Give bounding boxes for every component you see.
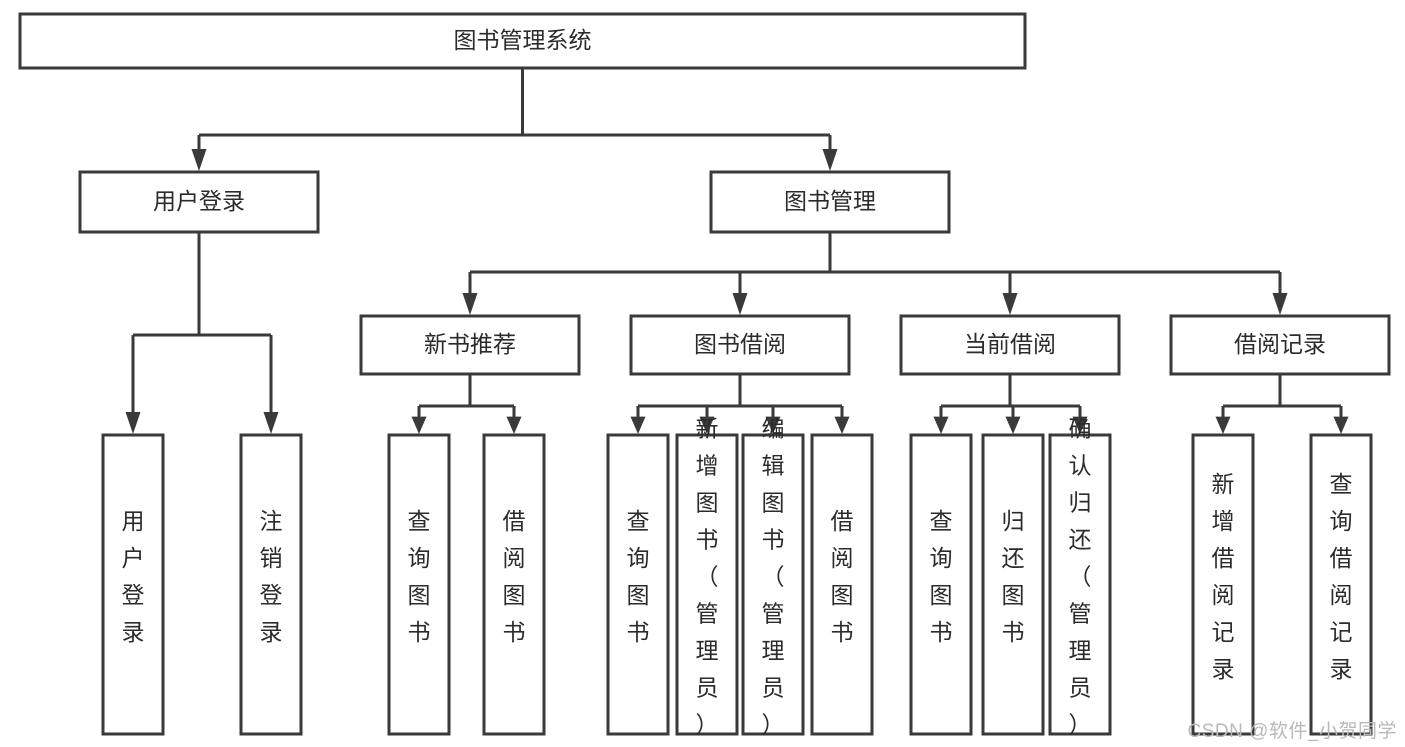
node-label: 借阅图书: [503, 508, 526, 645]
node-leaf-query-book-cur[interactable]: 查询图书: [909, 433, 973, 736]
arrow-head-icon: [462, 293, 478, 315]
csdn-watermark: CSDN @软件_小贺同学: [1187, 721, 1397, 742]
node-label: 图书管理: [784, 188, 876, 214]
connector-group-book_manage: [462, 232, 1288, 315]
node-box: [1191, 433, 1255, 736]
node-label: 注销登录: [260, 508, 283, 645]
node-leaf-confirm-return[interactable]: 确认归还（管理员）: [1048, 416, 1112, 738]
node-label: 查询图书: [408, 508, 431, 645]
node-leaf-logout[interactable]: 注销登录: [239, 433, 303, 736]
node-leaf-user-login[interactable]: 用户登录: [101, 433, 165, 736]
arrow-head-icon: [630, 416, 646, 434]
arrow-head-icon: [834, 416, 850, 434]
node-leaf-borrow-book[interactable]: 借阅图书: [810, 433, 874, 736]
node-label: 归还图书: [1002, 508, 1025, 645]
arrow-head-icon: [1005, 416, 1021, 434]
node-box: [741, 433, 805, 736]
node-box: [101, 433, 165, 736]
arrow-head-icon: [822, 149, 838, 171]
arrow-head-icon: [263, 412, 279, 434]
node-box: [239, 433, 303, 736]
arrow-head-icon: [1333, 416, 1349, 434]
node-box: [709, 170, 951, 234]
node-layer: 图书管理系统用户登录图书管理新书推荐图书借阅当前借阅借阅记录用户登录注销登录查询…: [18, 12, 1391, 738]
node-borrow-record[interactable]: 借阅记录: [1169, 314, 1391, 376]
node-label: 查询图书: [627, 508, 650, 645]
node-box: [899, 314, 1121, 376]
node-leaf-query-record[interactable]: 查询借阅记录: [1309, 433, 1373, 736]
node-box: [675, 433, 739, 736]
arrow-head-icon: [1215, 416, 1231, 434]
node-label: 图书借阅: [694, 331, 786, 357]
node-label: 用户登录: [122, 508, 145, 645]
node-label: 新增图书（管理员）: [696, 416, 719, 738]
node-new-book-rec[interactable]: 新书推荐: [359, 314, 581, 376]
node-box: [810, 433, 874, 736]
node-leaf-return-book[interactable]: 归还图书: [981, 433, 1045, 736]
node-label: 确认归还（管理员）: [1069, 416, 1092, 738]
node-root[interactable]: 图书管理系统: [18, 12, 1027, 70]
arrow-head-icon: [933, 416, 949, 434]
connector-group-current_borrow: [933, 374, 1088, 434]
node-leaf-add-book[interactable]: 新增图书（管理员）: [675, 416, 739, 738]
arrow-head-icon: [699, 416, 715, 434]
connector-group-book_borrow: [630, 374, 850, 434]
arrow-head-icon: [506, 416, 522, 434]
node-box: [1048, 433, 1112, 736]
node-box: [78, 170, 320, 234]
node-box: [387, 433, 451, 736]
node-leaf-query-book-rec[interactable]: 查询图书: [387, 433, 451, 736]
node-label: 图书管理系统: [454, 27, 592, 53]
node-label: 编辑图书（管理员）: [762, 416, 785, 738]
connector-group-borrow_record: [1215, 374, 1349, 434]
node-label: 查询图书: [930, 508, 953, 645]
arrow-head-icon: [1002, 293, 1018, 315]
connector-layer: [125, 68, 1349, 434]
node-leaf-add-record[interactable]: 新增借阅记录: [1191, 433, 1255, 736]
node-box: [981, 433, 1045, 736]
node-label: 当前借阅: [964, 331, 1056, 357]
node-label: 借阅记录: [1234, 331, 1326, 357]
node-leaf-borrow-book-rec[interactable]: 借阅图书: [482, 433, 546, 736]
node-label: 新增借阅记录: [1212, 471, 1235, 682]
node-box: [1309, 433, 1373, 736]
node-box: [909, 433, 973, 736]
node-book-manage[interactable]: 图书管理: [709, 170, 951, 234]
node-label: 借阅图书: [831, 508, 854, 645]
node-leaf-query-book-borrow[interactable]: 查询图书: [606, 433, 670, 736]
connector-group-new_book_rec: [411, 374, 522, 434]
node-current-borrow[interactable]: 当前借阅: [899, 314, 1121, 376]
connector-group-root: [191, 68, 838, 171]
node-box: [1169, 314, 1391, 376]
arrow-head-icon: [1072, 416, 1088, 434]
node-box: [482, 433, 546, 736]
connector-group-user_login: [125, 232, 279, 434]
node-label: 新书推荐: [424, 331, 516, 357]
arrow-head-icon: [125, 412, 141, 434]
arrow-head-icon: [1272, 293, 1288, 315]
node-leaf-edit-book[interactable]: 编辑图书（管理员）: [741, 416, 805, 738]
node-box: [359, 314, 581, 376]
node-box: [18, 12, 1027, 70]
node-box: [606, 433, 670, 736]
node-box: [629, 314, 851, 376]
arrow-head-icon: [765, 416, 781, 434]
node-label: 查询借阅记录: [1330, 471, 1353, 682]
node-book-borrow[interactable]: 图书借阅: [629, 314, 851, 376]
arrow-head-icon: [411, 416, 427, 434]
arrow-head-icon: [191, 149, 207, 171]
node-label: 用户登录: [153, 188, 245, 214]
arrow-head-icon: [732, 293, 748, 315]
node-user-login[interactable]: 用户登录: [78, 170, 320, 234]
